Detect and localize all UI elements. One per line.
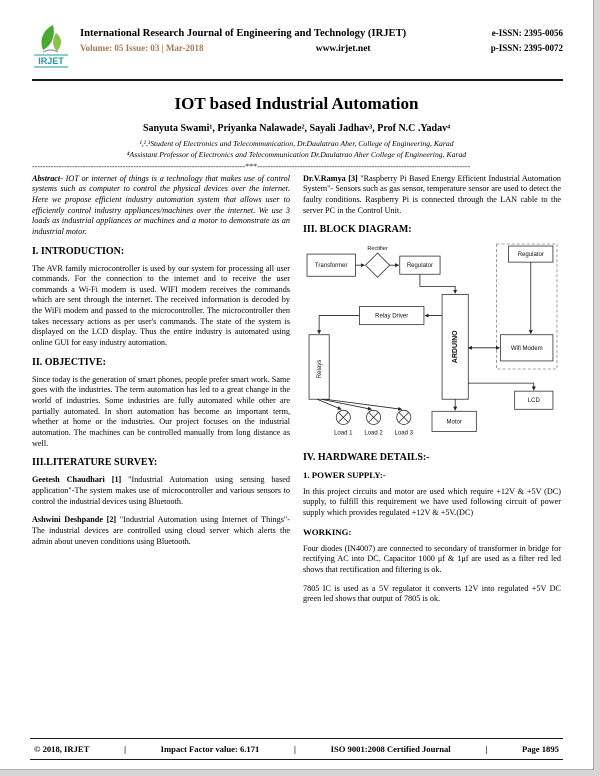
wifi-modem-label: Wifi Modem [511,346,543,352]
leaf-icon [41,25,54,50]
heading-power-supply: 1. POWER SUPPLY:- [303,469,386,480]
footer-impact-factor: Impact Factor value: 6.171 [160,744,260,754]
logo-text: IRJET [38,56,64,66]
ref3-text: "Raspberry Pi Based Energy Efficient Ind… [303,173,562,215]
paper-title: IOT based Industrial Automation [174,94,419,113]
rectifier-label: Rectifier [367,246,387,252]
heading-hardware-details: IV. HARDWARE DETAILS:- [303,451,430,463]
ref2-author: Ashwini Deshpande [2] [32,515,117,525]
e-issn: e-ISSN: 2395-0056 [491,28,563,38]
regulator-label: Regulator [407,263,433,269]
left-column: Abstract- IOT or internet of things is a… [32,174,290,613]
ref2-text: "Industrial Automation using Internet of… [32,515,290,546]
heading-introduction: I. INTRODUCTION: [32,245,125,257]
diagram-connectors [316,262,536,412]
heading-literature-survey: III.LITERATURE SURVEY: [32,457,158,469]
section-separator: ----------------------------------------… [32,161,471,171]
block-diagram-figure: Transformer Rectifier Regulator Regulato… [303,242,561,444]
page-footer: © 2018, IRJET | Impact Factor value: 6.1… [30,738,563,760]
literature-ref-2: Ashwini Deshpande [2] "Industrial Automa… [32,515,290,547]
irjet-logo-icon: IRJET [34,25,68,68]
leaf-small-icon [53,33,62,51]
volume-issue: Volume: 05 Issue: 03 | Mar-2018 [80,43,204,53]
header-text-block: International Research Journal of Engine… [80,24,563,54]
relays-box [308,334,330,400]
right-column: Dr.V.Ramya [3] "Raspberry Pi Based Energ… [303,174,561,613]
heading-block-diagram: III. BLOCK DIAGRAM: [303,224,412,236]
footer-iso: ISO 9001:2008 Certified Journal [330,744,451,754]
literature-ref-3: Dr.V.Ramya [3] "Raspberry Pi Based Energ… [303,174,561,217]
motor-box [431,411,477,433]
introduction-paragraph: The AVR family microcontroller is used b… [32,263,290,348]
footer-copyright: © 2018, IRJET [34,744,90,754]
authors-line: Sanyuta Swami¹, Priyanka Nalawade², Saya… [142,123,451,134]
journal-name: International Research Journal of Engine… [80,28,407,39]
relay-driver-label: Relay Driver [375,314,408,320]
working-paragraph-2: 7805 IC is used as a 5V regulator it con… [303,583,561,604]
footer-page-number: Page 1895 [521,744,559,754]
load2-lamp-icon [366,410,382,426]
diagram-labels: Transformer Rectifier Regulator Regulato… [315,246,544,436]
wifi-modem-box [500,334,554,362]
header-row-1: International Research Journal of Engine… [80,28,563,39]
affiliations: ¹,²,³Student of Electronics and Telecomm… [32,139,561,161]
load1-label: Load 1 [334,431,353,437]
ref1-text: "Industrial Automation using sensing bas… [32,475,290,506]
title-block: IOT based Industrial Automation Sanyuta … [0,81,593,161]
footer-separator-2: | [294,744,296,754]
journal-website-link[interactable]: www.irjet.net [315,44,371,54]
load3-lamp-icon [396,410,412,426]
header-row-2: Volume: 05 Issue: 03 | Mar-2018 www.irje… [80,43,563,54]
lcd-label: LCD [528,398,541,404]
working-paragraph-1: Four diodes (IN4007) are connected to se… [303,543,561,575]
dashed-boundary [496,243,558,370]
relays-label: Relays [317,360,323,378]
diagram-shapes [306,243,558,433]
ref3-author: Dr.V.Ramya [3] [303,173,358,183]
heading-objective: II. OBJECTIVE: [32,356,106,368]
stem-icon [42,49,59,53]
footer-separator-1: | [124,744,126,754]
journal-header: IRJET International Research Journal of … [0,0,593,73]
abstract-text: - IOT or internet of things is a technol… [32,173,290,236]
load2-label: Load 2 [364,431,383,437]
motor-label: Motor [446,420,461,426]
load3-label: Load 3 [395,431,414,437]
p-issn: p-ISSN: 2395-0072 [490,43,563,53]
lcd-box [514,390,554,410]
abstract-paragraph: Abstract- IOT or internet of things is a… [32,174,290,238]
ref1-author: Geetesh Chaudhari [1] [32,475,122,485]
footer-separator-3: | [485,744,488,754]
block-diagram: Transformer Rectifier Regulator Regulato… [303,242,561,444]
arduino-label: ARDUINO [452,330,459,363]
power-supply-paragraph: In this project circuits and motor are u… [303,486,561,518]
load1-lamp-icon [335,410,351,426]
lamp-cross-marks [337,412,410,423]
content-columns: Abstract- IOT or internet of things is a… [0,171,593,613]
transformer-label: Transformer [315,263,348,269]
heading-working: WORKING: [303,526,352,537]
abstract-label: Abstract [32,173,61,183]
header-divider [32,79,563,81]
irjet-logo: IRJET [32,24,70,73]
regulator-right-label: Regulator [518,252,544,258]
affiliation-2: ⁴Assistant Professor of Electronics and … [126,149,467,159]
rectifier-symbol [364,252,391,279]
affiliation-1: ¹,²,³Student of Electronics and Telecomm… [139,139,454,148]
literature-ref-1: Geetesh Chaudhari [1] "Industrial Automa… [32,475,290,507]
objective-paragraph: Since today is the generation of smart p… [32,374,290,448]
